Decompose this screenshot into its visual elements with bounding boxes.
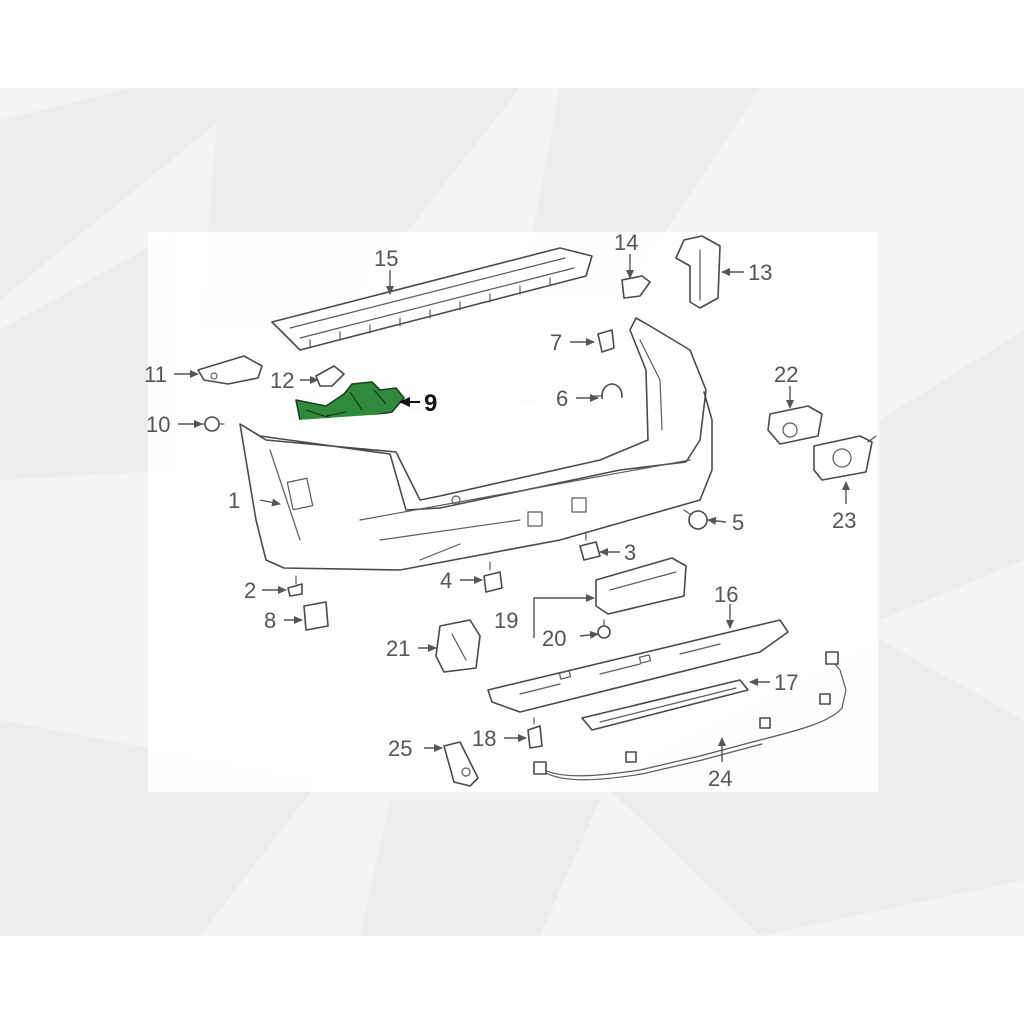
callout-20: 20 bbox=[542, 626, 566, 651]
callout-6: 6 bbox=[556, 386, 568, 411]
part-7-retainer[interactable] bbox=[597, 329, 615, 353]
part-17-absorber[interactable] bbox=[581, 679, 749, 731]
callout-1: 1 bbox=[228, 488, 240, 513]
part-11-bracket[interactable] bbox=[197, 355, 263, 385]
part-23-sensor-holder[interactable] bbox=[813, 435, 877, 481]
callout-labels: 1 2 3 4 5 6 7 8 9 10 11 12 13 14 15 16 1… bbox=[144, 230, 856, 791]
callout-10: 10 bbox=[146, 412, 170, 437]
callout-12: 12 bbox=[270, 368, 294, 393]
callout-11: 11 bbox=[144, 362, 167, 387]
callout-25: 25 bbox=[388, 736, 412, 761]
part-1-rear-bumper-cover[interactable] bbox=[239, 317, 713, 571]
part-16-reinforcement[interactable] bbox=[487, 619, 789, 713]
callout-13: 13 bbox=[748, 260, 772, 285]
leader-lines bbox=[174, 254, 850, 762]
callout-2: 2 bbox=[244, 578, 256, 603]
part-24-wiring-harness[interactable] bbox=[533, 651, 847, 781]
part-2-screw[interactable] bbox=[287, 575, 303, 597]
callout-24: 24 bbox=[708, 766, 732, 791]
callout-18: 18 bbox=[472, 726, 496, 751]
part-20-bolt[interactable] bbox=[597, 619, 611, 639]
part-4-clip[interactable] bbox=[483, 561, 503, 593]
part-12-tape[interactable] bbox=[315, 365, 345, 387]
callout-8: 8 bbox=[264, 608, 276, 633]
part-19-bracket[interactable] bbox=[595, 557, 687, 615]
part-25-bracket[interactable] bbox=[443, 741, 479, 787]
callout-16: 16 bbox=[714, 582, 738, 607]
part-3-clip[interactable] bbox=[579, 531, 601, 561]
callout-3: 3 bbox=[624, 540, 636, 565]
callout-4: 4 bbox=[440, 568, 452, 593]
part-18-bolt[interactable] bbox=[527, 717, 543, 749]
part-14-clip[interactable] bbox=[621, 275, 651, 299]
part-5-nut[interactable] bbox=[683, 509, 708, 530]
part-13-side-bracket[interactable] bbox=[675, 235, 721, 309]
callout-21: 21 bbox=[386, 636, 410, 661]
part-21-cover[interactable] bbox=[435, 619, 481, 673]
callout-5: 5 bbox=[732, 510, 744, 535]
callout-19: 19 bbox=[494, 608, 518, 633]
callout-9: 9 bbox=[424, 390, 437, 417]
callout-14: 14 bbox=[614, 230, 638, 255]
callout-22: 22 bbox=[774, 362, 798, 387]
part-8-pad[interactable] bbox=[303, 601, 329, 631]
callout-17: 17 bbox=[774, 670, 798, 695]
callout-23: 23 bbox=[832, 508, 856, 533]
part-15-step-pad[interactable] bbox=[271, 247, 593, 351]
part-22-parking-sensor[interactable] bbox=[767, 405, 823, 445]
callout-7: 7 bbox=[550, 330, 562, 355]
callout-15: 15 bbox=[374, 246, 398, 271]
